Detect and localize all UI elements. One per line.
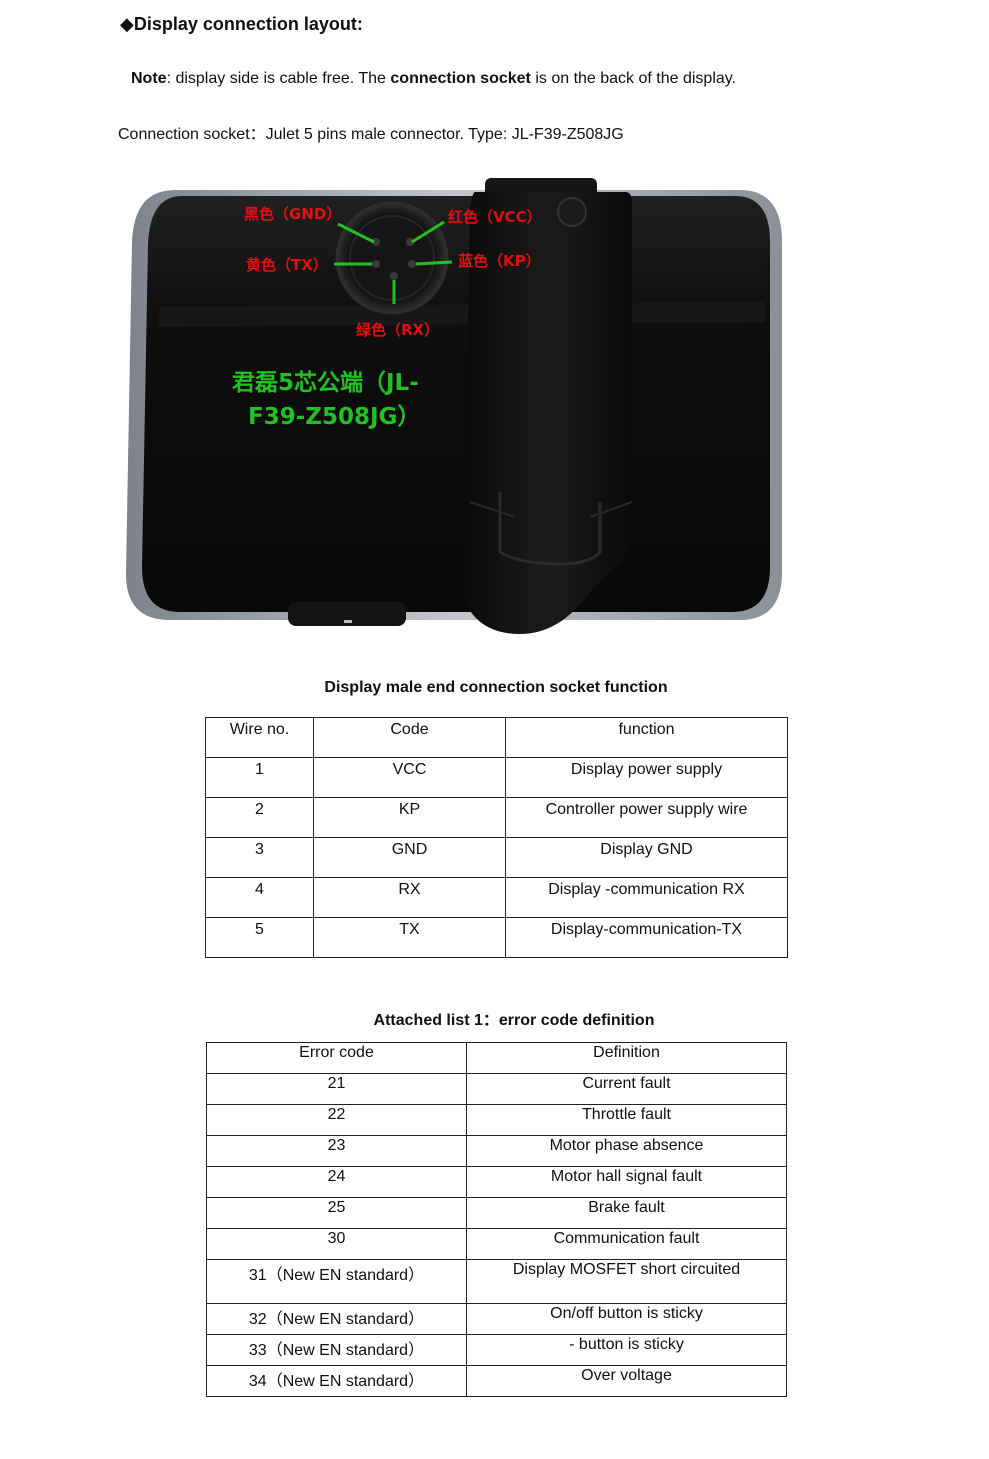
- pin-vcc: [406, 238, 414, 246]
- table-cell: Brake fault: [466, 1197, 787, 1229]
- table-cell: Current fault: [466, 1073, 787, 1105]
- table-row: 31（New EN standard）Display MOSFET short …: [206, 1259, 787, 1304]
- table-cell: - button is sticky: [466, 1334, 787, 1366]
- label-tx: 黄色（TX）: [246, 256, 328, 274]
- table-cell: Display power supply: [505, 757, 788, 798]
- table-row: 33（New EN standard）- button is sticky: [206, 1334, 787, 1366]
- label-vcc: 红色（VCC）: [448, 208, 542, 226]
- connector-model-line-1: 君磊5芯公端（JL-: [232, 369, 419, 396]
- table-row: 34（New EN standard）Over voltage: [206, 1365, 787, 1397]
- column-header: function: [505, 717, 788, 758]
- mounting-clip: [465, 192, 632, 634]
- column-header: Error code: [206, 1042, 467, 1074]
- table-cell: Communication fault: [466, 1228, 787, 1260]
- column-header: Wire no.: [205, 717, 314, 758]
- table-cell: 1: [205, 757, 314, 798]
- table-cell: 31（New EN standard）: [206, 1259, 467, 1304]
- table-cell: 24: [206, 1166, 467, 1198]
- table-cell: 25: [206, 1197, 467, 1229]
- table-cell: Display MOSFET short circuited: [466, 1259, 787, 1304]
- table-row: 32（New EN standard）On/off button is stic…: [206, 1303, 787, 1335]
- label-gnd: 黑色（GND）: [244, 205, 341, 223]
- note-label: Note: [131, 70, 167, 87]
- table-cell: TX: [313, 917, 506, 958]
- table-cell: 4: [205, 877, 314, 918]
- connector-model-line-2: F39-Z508JG）: [248, 403, 420, 430]
- table-cell: 3: [205, 837, 314, 878]
- table-cell: RX: [313, 877, 506, 918]
- column-header: Code: [313, 717, 506, 758]
- table-cell: On/off button is sticky: [466, 1303, 787, 1335]
- table-header-row: Wire no. Code function: [205, 717, 788, 758]
- table-cell: 34（New EN standard）: [206, 1365, 467, 1397]
- table-cell: KP: [313, 797, 506, 838]
- table-cell: Motor hall signal fault: [466, 1166, 787, 1198]
- note-text-2: is on the back of the display.: [530, 70, 737, 87]
- table-header-row: Error code Definition: [206, 1042, 787, 1074]
- note-paragraph: Note: display side is cable free. The co…: [131, 70, 736, 88]
- display-back-illustration: 黑色（GND） 红色（VCC） 黄色（TX） 蓝色（KP） 绿色（RX） 君磊5…: [125, 178, 782, 634]
- label-kp: 蓝色（KP）: [458, 252, 541, 270]
- pin-leader-lines: [334, 220, 453, 304]
- table-cell: Motor phase absence: [466, 1135, 787, 1167]
- bottom-button: [288, 602, 406, 626]
- socket-table-caption: Display male end connection socket funct…: [324, 679, 668, 696]
- table-cell: Display-communication-TX: [505, 917, 788, 958]
- table-cell: 5: [205, 917, 314, 958]
- pin-gnd: [372, 238, 380, 246]
- column-header: Definition: [466, 1042, 787, 1074]
- table-cell: Display GND: [505, 837, 788, 878]
- page-heading: ◆Display connection layout:: [120, 14, 363, 34]
- table-cell: Controller power supply wire: [505, 797, 788, 838]
- error-table-caption: Attached list 1：error code definition: [373, 1012, 655, 1029]
- table-cell: 30: [206, 1228, 467, 1260]
- table-cell: Display -communication RX: [505, 877, 788, 918]
- table-cell: 33（New EN standard）: [206, 1334, 467, 1366]
- note-bold-term: connection socket: [390, 70, 531, 87]
- table-cell: 22: [206, 1104, 467, 1136]
- label-rx: 绿色（RX）: [356, 321, 439, 339]
- display-body: [142, 196, 770, 612]
- note-text-1: : display side is cable free. The: [166, 70, 391, 87]
- table-cell: 32（New EN standard）: [206, 1303, 467, 1335]
- table-cell: 23: [206, 1135, 467, 1167]
- table-cell: Over voltage: [466, 1365, 787, 1397]
- pin-kp: [408, 260, 416, 268]
- table-cell: GND: [313, 837, 506, 878]
- table-cell: Throttle fault: [466, 1104, 787, 1136]
- table-cell: 21: [206, 1073, 467, 1105]
- table-cell: 2: [205, 797, 314, 838]
- pin-tx: [372, 260, 380, 268]
- table-cell: VCC: [313, 757, 506, 798]
- connection-socket-description: Connection socket：Julet 5 pins male conn…: [118, 126, 624, 143]
- pin-rx: [390, 272, 398, 280]
